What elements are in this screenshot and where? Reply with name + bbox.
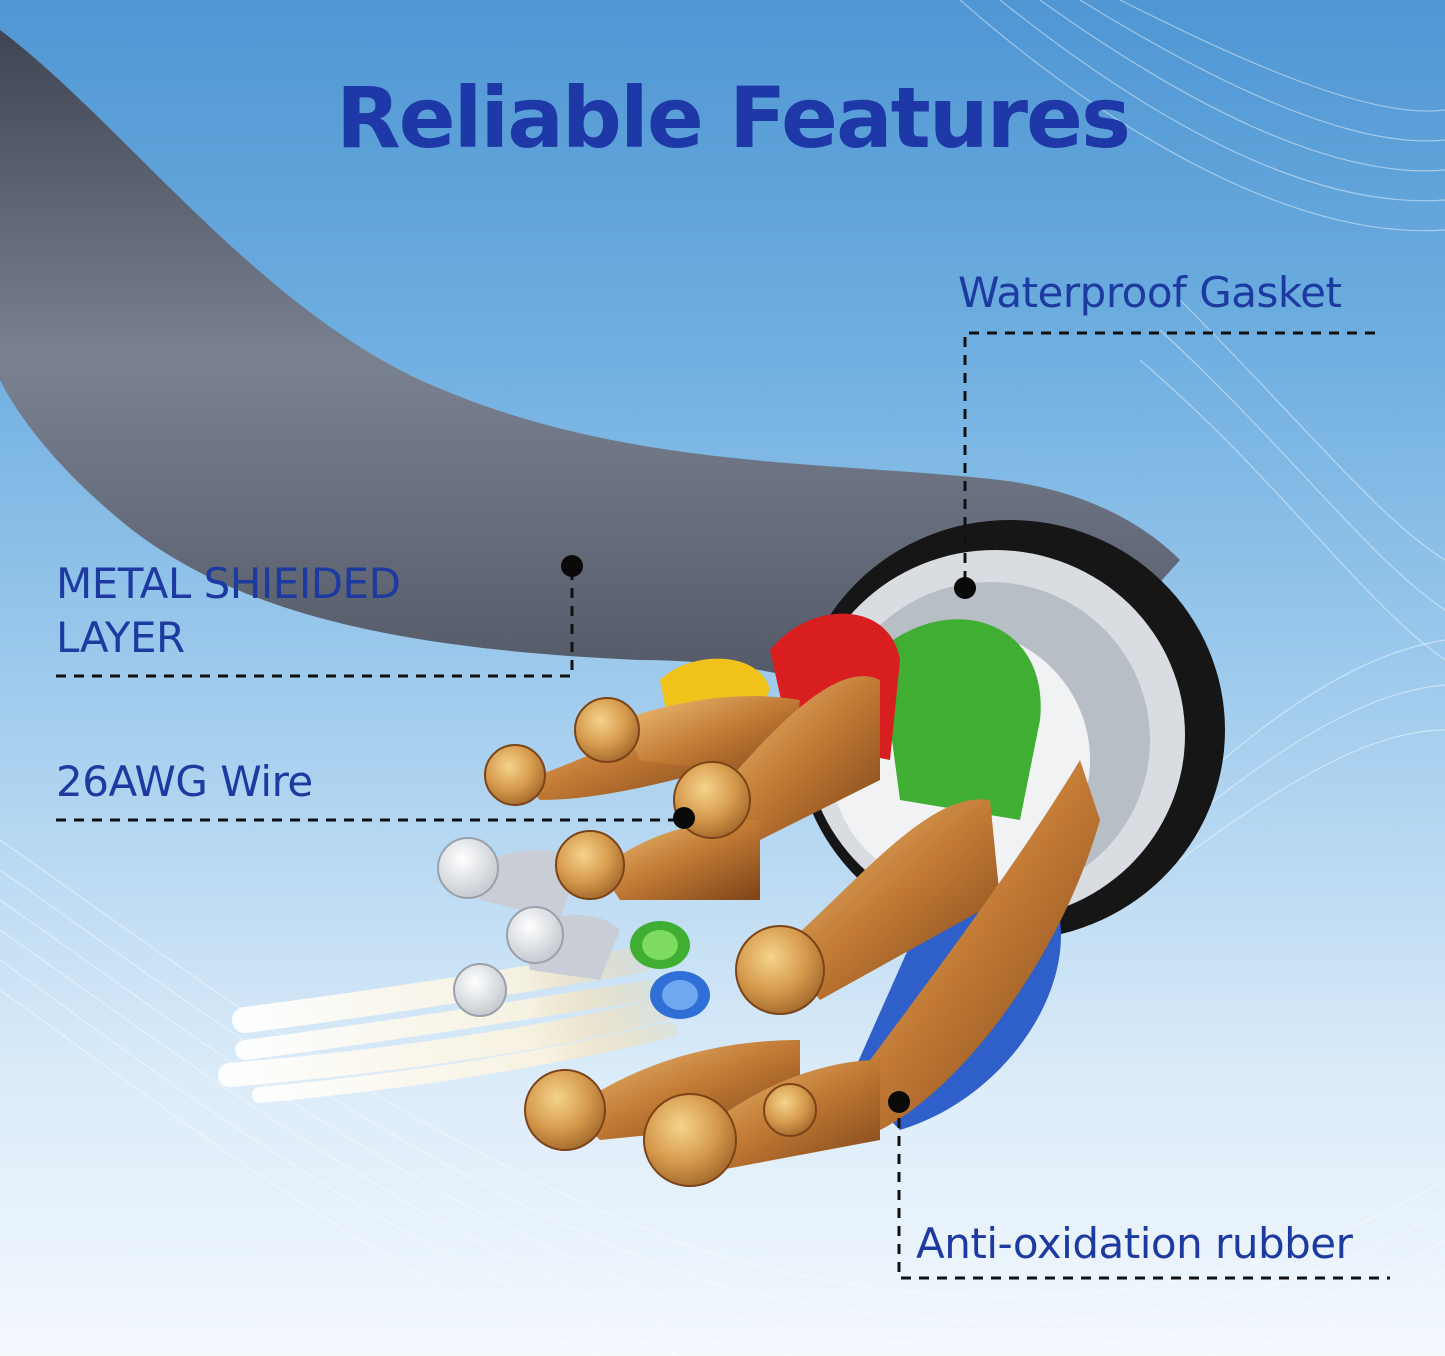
- callout-leader-lines: [56, 331, 1390, 1280]
- fiber-glow-strands: [218, 947, 678, 1103]
- copper-wire-ends: [484, 697, 825, 1187]
- metal-shielded-label-line2: LAYER: [56, 612, 185, 662]
- metal-shielded-layer-label: METAL SHIEIDED LAYER: [56, 557, 401, 665]
- anti-oxidation-rubber-label: Anti-oxidation rubber: [916, 1219, 1353, 1268]
- waterproof-gasket-label: Waterproof Gasket: [958, 268, 1342, 317]
- wire-gauge-label: 26AWG Wire: [56, 757, 313, 806]
- green-insulation: [880, 619, 1041, 820]
- callout-dots: [561, 555, 976, 1113]
- silver-wire-ends: [437, 837, 564, 1017]
- copper-wire-bodies: [520, 676, 1100, 1170]
- metal-shielded-label-line1: METAL SHIEIDED: [56, 559, 401, 608]
- page-title: Reliable Features: [335, 69, 1131, 167]
